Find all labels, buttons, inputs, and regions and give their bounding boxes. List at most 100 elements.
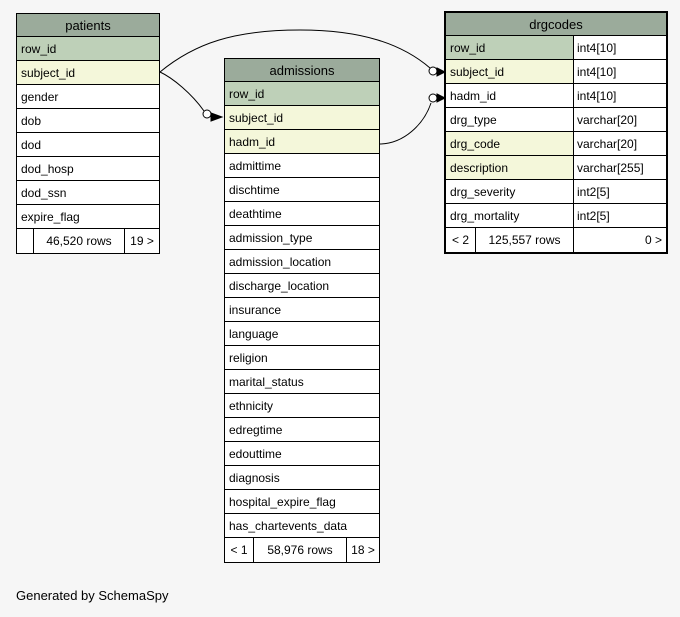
column-name: language xyxy=(229,326,279,341)
admissions-col-subject_id[interactable]: subject_id xyxy=(225,106,379,130)
column-type: varchar[20] xyxy=(573,132,666,155)
column-name: diagnosis xyxy=(229,470,280,485)
drgcodes-col-hadm_id[interactable]: hadm_id int4[10] xyxy=(446,84,666,108)
admissions-col-admission_type[interactable]: admission_type xyxy=(225,226,379,250)
column-name: deathtime xyxy=(229,206,282,221)
column-type: int2[5] xyxy=(573,204,666,227)
fk-dot-drgcodes-subject_id xyxy=(428,66,438,76)
column-name: drg_mortality xyxy=(450,208,520,223)
drgcodes-related-left: < 2 xyxy=(446,228,476,252)
column-name: discharge_location xyxy=(229,278,330,293)
patients-related-right: 19 > xyxy=(124,229,159,253)
admissions-col-edregtime[interactable]: edregtime xyxy=(225,418,379,442)
column-name: dob xyxy=(21,113,42,128)
admissions-col-diagnosis[interactable]: diagnosis xyxy=(225,466,379,490)
admissions-related-left: < 1 xyxy=(225,538,254,562)
admissions-col-hospital_expire_flag[interactable]: hospital_expire_flag xyxy=(225,490,379,514)
admissions-footer: < 1 58,976 rows 18 > xyxy=(225,538,379,562)
patients-row-count: 46,520 rows xyxy=(46,234,112,248)
column-name: religion xyxy=(229,350,268,365)
admissions-col-insurance[interactable]: insurance xyxy=(225,298,379,322)
table-admissions: admissions row_id subject_id hadm_id adm… xyxy=(224,58,380,563)
column-name: admittime xyxy=(229,158,282,173)
patients-col-expire_flag[interactable]: expire_flag xyxy=(17,205,159,229)
column-name: admission_location xyxy=(229,254,332,269)
fk-arrow-admissions-subject_id xyxy=(210,112,224,122)
column-type: varchar[255] xyxy=(573,156,666,179)
column-type: int4[10] xyxy=(573,84,666,107)
patients-col-subject_id[interactable]: subject_id xyxy=(17,61,159,85)
column-name: edouttime xyxy=(229,446,282,461)
patients-col-row_id[interactable]: row_id xyxy=(17,37,159,61)
generator-note: Generated by SchemaSpy xyxy=(16,588,169,603)
patients-col-dod_hosp[interactable]: dod_hosp xyxy=(17,157,159,181)
column-name: dischtime xyxy=(229,182,280,197)
patients-col-dob[interactable]: dob xyxy=(17,109,159,133)
admissions-row-count: 58,976 rows xyxy=(267,543,333,557)
admissions-col-hadm_id[interactable]: hadm_id xyxy=(225,130,379,154)
column-name: dod_ssn xyxy=(21,185,67,200)
column-name: has_chartevents_data xyxy=(229,518,348,533)
column-name: subject_id xyxy=(225,106,379,129)
column-name: dod xyxy=(21,137,42,152)
column-name: hadm_id xyxy=(450,88,497,103)
column-name: drg_severity xyxy=(450,184,516,199)
column-name: gender xyxy=(21,89,59,104)
patients-col-gender[interactable]: gender xyxy=(17,85,159,109)
admissions-col-deathtime[interactable]: deathtime xyxy=(225,202,379,226)
column-name: row_id xyxy=(17,37,159,60)
column-name: subject_id xyxy=(17,61,159,84)
admissions-col-has_chartevents_data[interactable]: has_chartevents_data xyxy=(225,514,379,538)
column-type: int4[10] xyxy=(573,60,666,83)
column-type: varchar[20] xyxy=(573,108,666,131)
admissions-col-row_id[interactable]: row_id xyxy=(225,82,379,106)
column-name: expire_flag xyxy=(21,209,80,224)
column-name: hadm_id xyxy=(225,130,379,153)
column-name: dod_hosp xyxy=(21,161,74,176)
patients-col-dod[interactable]: dod xyxy=(17,133,159,157)
table-patients-header[interactable]: patients xyxy=(17,14,159,37)
column-name: row_id xyxy=(446,36,573,59)
admissions-col-edouttime[interactable]: edouttime xyxy=(225,442,379,466)
admissions-col-admission_location[interactable]: admission_location xyxy=(225,250,379,274)
admissions-col-admittime[interactable]: admittime xyxy=(225,154,379,178)
admissions-col-marital_status[interactable]: marital_status xyxy=(225,370,379,394)
column-name: hospital_expire_flag xyxy=(229,494,336,509)
patients-col-dod_ssn[interactable]: dod_ssn xyxy=(17,181,159,205)
table-admissions-header[interactable]: admissions xyxy=(225,59,379,82)
column-name: insurance xyxy=(229,302,282,317)
relationship-admissions-drgcodes-hadm_id xyxy=(378,102,432,145)
admissions-col-discharge_location[interactable]: discharge_location xyxy=(225,274,379,298)
patients-footer: 46,520 rows 19 > xyxy=(17,229,159,253)
admissions-col-language[interactable]: language xyxy=(225,322,379,346)
relationship-patients-admissions-subject_id xyxy=(159,71,205,112)
column-name: description xyxy=(446,156,573,179)
drgcodes-footer: < 2 125,557 rows 0 > xyxy=(446,228,666,252)
admissions-col-ethnicity[interactable]: ethnicity xyxy=(225,394,379,418)
column-type: int4[10] xyxy=(573,36,666,59)
column-name: drg_code xyxy=(446,132,573,155)
table-drgcodes-header[interactable]: drgcodes xyxy=(446,13,666,36)
column-name: row_id xyxy=(225,82,379,105)
admissions-col-dischtime[interactable]: dischtime xyxy=(225,178,379,202)
drgcodes-related-right: 0 > xyxy=(573,228,666,252)
drgcodes-col-drg_mortality[interactable]: drg_mortality int2[5] xyxy=(446,204,666,228)
fk-dot-admissions-subject_id xyxy=(202,109,212,119)
column-name: ethnicity xyxy=(229,398,274,413)
table-patients: patients row_id subject_id gender dob do… xyxy=(16,13,160,254)
drgcodes-row-count: 125,557 rows xyxy=(488,233,561,247)
column-name: edregtime xyxy=(229,422,283,437)
patients-footer-left xyxy=(17,229,34,253)
admissions-col-religion[interactable]: religion xyxy=(225,346,379,370)
column-name: marital_status xyxy=(229,374,304,389)
admissions-related-right: 18 > xyxy=(346,538,379,562)
column-name: subject_id xyxy=(446,60,573,83)
